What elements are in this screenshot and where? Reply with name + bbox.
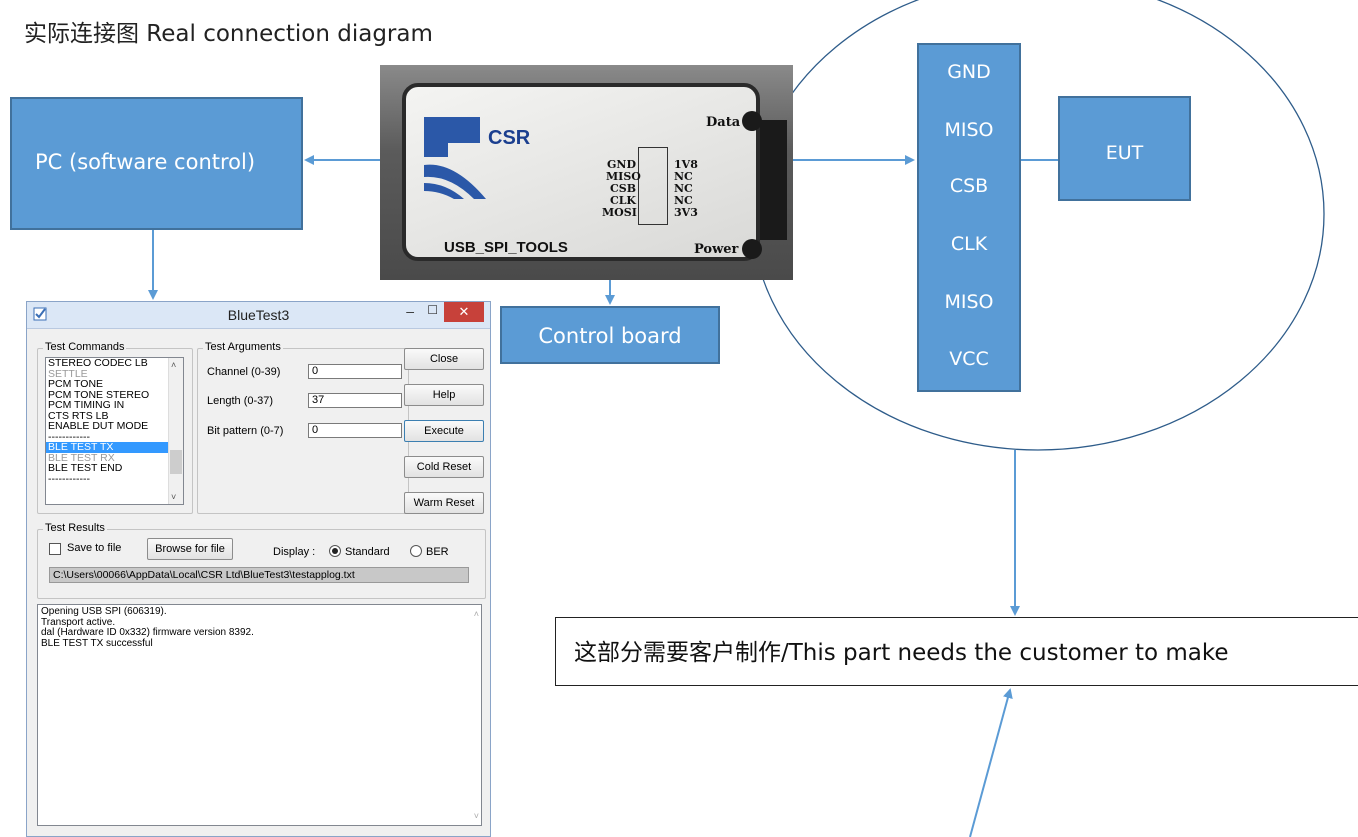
save-to-file-label: Save to file <box>67 542 122 554</box>
device-connector <box>755 120 787 240</box>
save-to-file-checkbox[interactable] <box>49 543 61 555</box>
pin-strip: GND MISO CSB CLK MISO VCC <box>917 43 1021 392</box>
length-input[interactable]: 37 <box>308 393 402 408</box>
control-board-label: Control board <box>538 324 682 348</box>
test-arguments-label: Test Arguments <box>203 341 283 353</box>
pc-software-control-box: PC (software control) <box>10 97 303 230</box>
list-item[interactable]: PCM TIMING IN <box>48 399 125 411</box>
device-pin-right-1: NC <box>674 170 693 183</box>
close-button[interactable]: Close <box>404 348 484 370</box>
log-line: Transport active. <box>41 616 116 628</box>
log-line: BLE TEST TX successful <box>41 637 153 649</box>
browse-for-file-button[interactable]: Browse for file <box>147 538 233 560</box>
pin-miso-2: MISO <box>944 291 994 313</box>
eut-box: EUT <box>1058 96 1191 201</box>
window-titlebar: BlueTest3 – ☐ ✕ <box>27 302 490 329</box>
execute-button[interactable]: Execute <box>404 420 484 442</box>
data-led-icon <box>742 111 762 131</box>
device-pin-left-3: CLK <box>609 194 636 207</box>
channel-label: Channel (0-39) <box>207 366 281 378</box>
customer-note-text: 这部分需要客户制作/This part needs the customer t… <box>574 640 1229 666</box>
scroll-down-icon[interactable]: ˅ <box>171 492 177 502</box>
customer-part-circle <box>751 0 1325 451</box>
log-line: Opening USB SPI (606319). <box>41 606 167 617</box>
length-label: Length (0-37) <box>207 395 274 407</box>
output-log[interactable]: Opening USB SPI (606319). Transport acti… <box>37 604 482 826</box>
warm-reset-button[interactable]: Warm Reset <box>404 492 484 514</box>
list-item[interactable]: PCM TONE <box>48 378 104 390</box>
pin-gnd: GND <box>947 61 991 83</box>
device-pin-right-4: 3V3 <box>674 206 698 219</box>
pin-csb: CSB <box>949 175 989 197</box>
device-power-label: Power <box>694 242 739 257</box>
bit-pattern-input[interactable]: 0 <box>308 423 402 438</box>
window-title: BlueTest3 <box>227 307 290 323</box>
window-close-button[interactable]: ✕ <box>444 302 484 322</box>
scrollbar-thumb[interactable] <box>170 450 182 474</box>
customer-note-box: 这部分需要客户制作/This part needs the customer t… <box>555 617 1358 686</box>
control-board-box: Control board <box>500 306 720 364</box>
device-pin-left-4: MOSI <box>602 206 637 219</box>
list-item[interactable]: CTS RTS LB <box>48 409 109 422</box>
radio-standard[interactable] <box>329 545 341 557</box>
log-scroll-up-icon[interactable]: ˄ <box>473 609 479 619</box>
display-label: Display : <box>273 546 316 558</box>
device-pin-right-0: 1V8 <box>674 158 698 171</box>
list-scrollbar[interactable]: ˄ ˅ <box>168 358 183 504</box>
device-pin-left-0: GND <box>607 158 636 171</box>
test-results-group <box>37 529 486 599</box>
device-pin-header <box>638 147 668 225</box>
power-led-icon <box>742 239 762 259</box>
maximize-icon[interactable]: ☐ <box>427 303 438 317</box>
radio-standard-label: Standard <box>345 546 390 558</box>
log-line: dal (Hardware ID 0x332) firmware version… <box>41 627 254 638</box>
test-commands-label: Test Commands <box>43 341 127 353</box>
minimize-icon[interactable]: – <box>406 303 414 319</box>
arrow-bottom-to-note <box>969 688 1013 837</box>
eut-label: EUT <box>1105 142 1144 164</box>
device-pin-left-2: CSB <box>610 182 636 195</box>
channel-input[interactable]: 0 <box>308 364 402 379</box>
csr-logo-icon <box>424 117 486 199</box>
test-results-label: Test Results <box>43 522 107 534</box>
list-item[interactable]: SETTLE <box>48 367 88 380</box>
device-pin-left-1: MISO <box>606 170 641 183</box>
app-checkbox-icon <box>33 307 47 321</box>
list-item[interactable]: ------------ <box>48 472 90 485</box>
bit-pattern-label: Bit pattern (0-7) <box>207 425 284 437</box>
list-item[interactable]: ------------ <box>48 430 90 443</box>
list-item[interactable]: STEREO CODEC LB <box>48 357 148 369</box>
list-item[interactable]: BLE TEST RX <box>48 451 115 464</box>
usb-spi-device-photo: CSR Data Power USB_SPI_TOOLS GND MISO CS… <box>380 65 793 280</box>
list-item-selected[interactable]: BLE TEST TX <box>46 442 183 453</box>
radio-ber[interactable] <box>410 545 422 557</box>
pc-box-label: PC (software control) <box>35 150 256 174</box>
radio-ber-label: BER <box>426 546 449 558</box>
device-name: USB_SPI_TOOLS <box>444 239 568 256</box>
device-brand: CSR <box>488 127 531 149</box>
list-item[interactable]: PCM TONE STEREO <box>48 388 150 401</box>
list-item[interactable]: BLE TEST END <box>48 462 123 474</box>
help-button[interactable]: Help <box>404 384 484 406</box>
bluetest3-window: BlueTest3 – ☐ ✕ Test Commands STEREO COD… <box>26 301 491 837</box>
device-pin-right-3: NC <box>674 194 693 207</box>
pin-vcc: VCC <box>949 348 989 370</box>
device-body: CSR Data Power USB_SPI_TOOLS GND MISO CS… <box>402 83 762 261</box>
pin-miso: MISO <box>944 119 994 141</box>
scroll-up-icon[interactable]: ˄ <box>171 360 177 370</box>
radio-selected-dot-icon <box>332 548 338 554</box>
cold-reset-button[interactable]: Cold Reset <box>404 456 484 478</box>
list-item[interactable]: ENABLE DUT MODE <box>48 420 149 432</box>
diagram-title: 实际连接图 Real connection diagram <box>24 21 433 47</box>
test-commands-list[interactable]: STEREO CODEC LB SETTLE PCM TONE PCM TONE… <box>45 357 184 505</box>
device-pin-right-2: NC <box>674 182 693 195</box>
device-data-label: Data <box>706 115 741 130</box>
log-scroll-down-icon[interactable]: ˅ <box>473 810 479 821</box>
pin-clk: CLK <box>950 233 988 255</box>
log-file-path: C:\Users\00066\AppData\Local\CSR Ltd\Blu… <box>49 567 469 583</box>
